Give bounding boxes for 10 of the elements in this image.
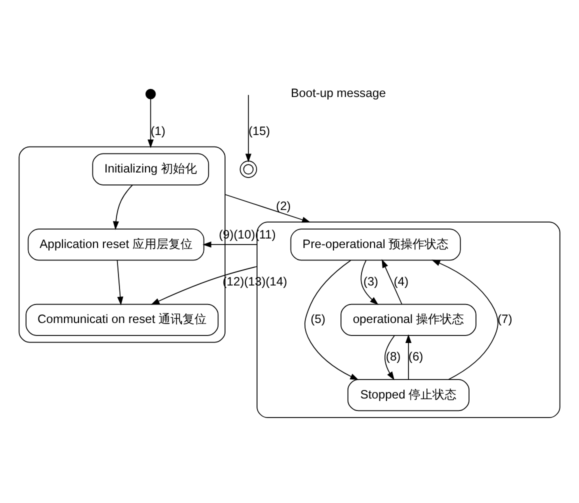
- edge-label: (3): [363, 274, 378, 288]
- label: Boot-up message: [290, 86, 386, 100]
- edge-label: (8): [386, 350, 401, 364]
- edge-label: (4): [394, 274, 409, 288]
- edge-label: (7): [498, 312, 512, 326]
- edge-label: (6): [408, 350, 424, 364]
- edge-label: (5): [310, 312, 326, 326]
- edge-label: (15): [248, 124, 270, 138]
- edge-label: (1): [150, 124, 166, 138]
- edge-label: (2): [276, 199, 291, 214]
